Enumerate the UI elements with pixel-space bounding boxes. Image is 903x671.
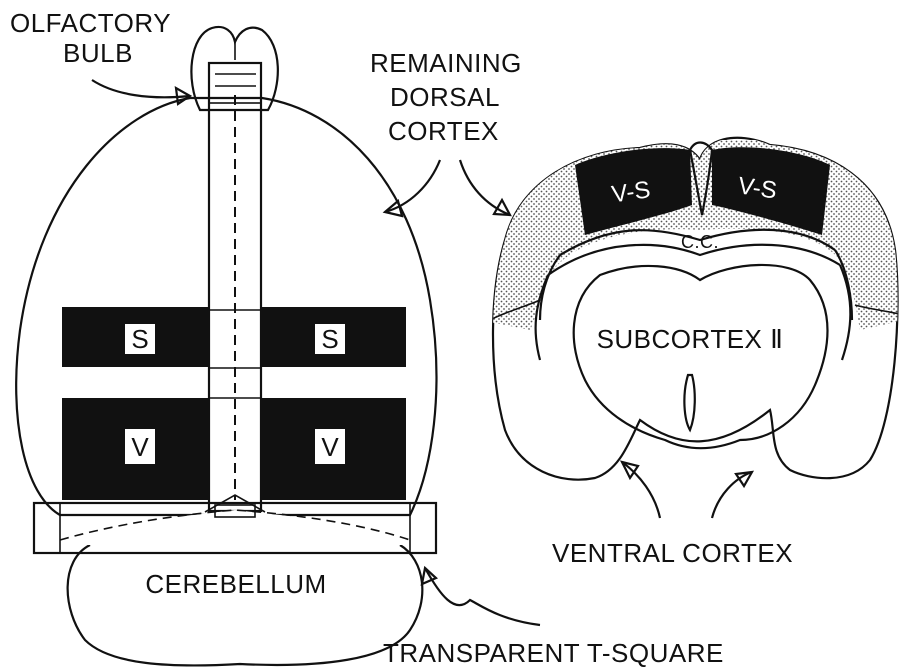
dorsal-brain-view: S S V V CEREBELLUM <box>16 27 436 666</box>
subcortex-region <box>574 265 828 448</box>
remaining-dorsal-line2: DORSAL <box>390 82 500 112</box>
cc-label: C.C. <box>681 232 719 252</box>
vs-label-left: V-S <box>610 176 652 208</box>
ventral-cortex-label: VENTRAL CORTEX <box>552 538 793 568</box>
subcortex-label: SUBCORTEX Ⅱ <box>597 324 784 354</box>
remaining-dorsal-line1: REMAINING <box>370 48 522 78</box>
olfactory-label-line2: BULB <box>63 38 133 68</box>
v-label-left: V <box>131 432 149 462</box>
olfactory-label-line1: OLFACTORY <box>10 8 171 38</box>
s-label-right: S <box>321 324 338 354</box>
ventral-arrow-left <box>622 462 660 518</box>
cerebellum-label: CEREBELLUM <box>145 569 326 599</box>
s-label-left: S <box>131 324 148 354</box>
v-label-right: V <box>321 432 339 462</box>
coronal-section: V-S V-S C.C. SUBCORTEX Ⅱ <box>480 138 903 480</box>
tsquare-arrow <box>425 568 540 625</box>
cerebellum-outline <box>68 545 423 665</box>
dorsal-arrow-right <box>460 160 510 215</box>
ventral-arrow-right <box>712 472 752 518</box>
tsquare-label: TRANSPARENT T-SQUARE <box>383 638 724 668</box>
vs-label-right: V-S <box>736 172 778 204</box>
remaining-dorsal-line3: CORTEX <box>388 116 499 146</box>
